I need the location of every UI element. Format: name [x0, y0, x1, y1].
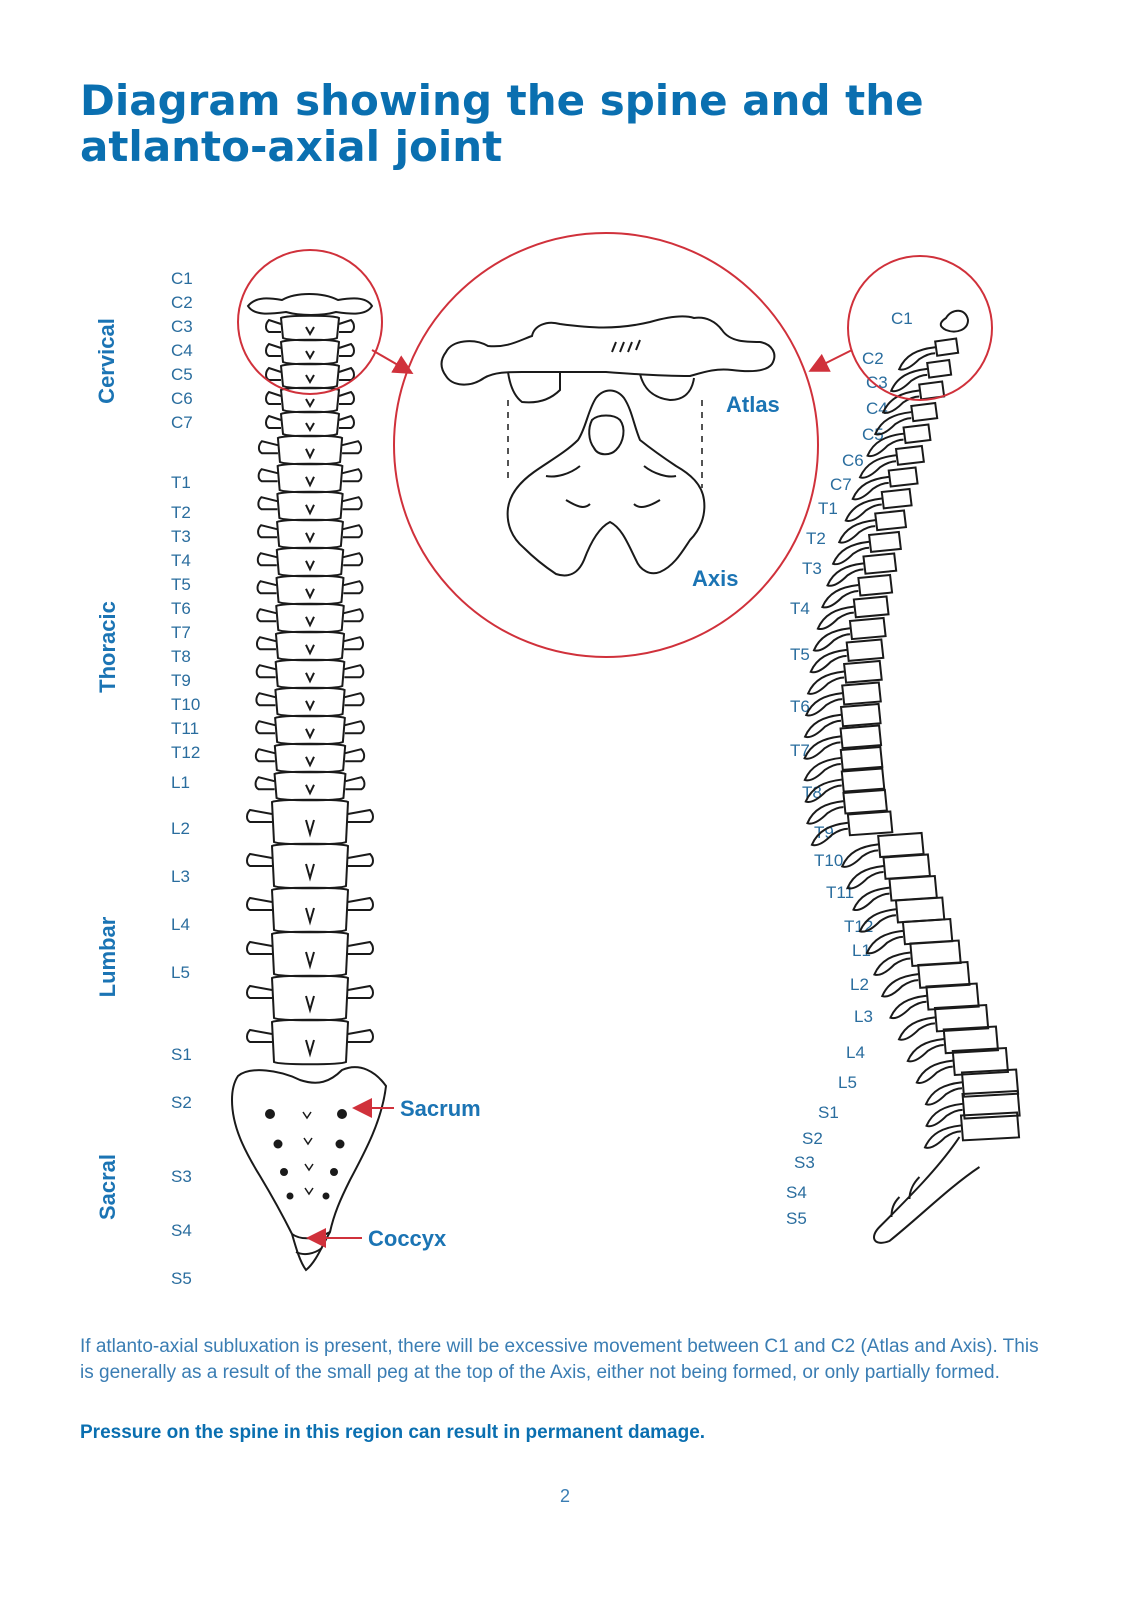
atlas-label: Atlas [726, 392, 780, 417]
page-title: Diagram showing the spine and the atlant… [80, 76, 924, 171]
side-label-c3: C3 [866, 373, 888, 392]
side-label-l3: L3 [854, 1007, 873, 1026]
side-label-l2: L2 [850, 975, 869, 994]
front-label-t10: T10 [171, 695, 201, 714]
front-label-t11: T11 [171, 719, 200, 738]
front-label-s5: S5 [171, 1269, 192, 1288]
side-label-c6: C6 [842, 451, 864, 470]
front-label-c1: C1 [171, 269, 193, 288]
side-label-l1: L1 [852, 941, 871, 960]
side-label-t6: T6 [790, 697, 810, 716]
side-label-c2: C2 [862, 349, 884, 368]
front-label-t3: T3 [171, 527, 191, 546]
explanation-paragraph: If atlanto-axial subluxation is present,… [80, 1336, 1039, 1383]
front-label-c5: C5 [171, 365, 193, 384]
side-label-t3: T3 [802, 559, 822, 578]
front-label-t6: T6 [171, 599, 191, 618]
front-label-t9: T9 [171, 671, 191, 690]
front-label-c2: C2 [171, 293, 193, 312]
page-number: 2 [559, 1486, 570, 1506]
front-label-l2: L2 [171, 819, 190, 838]
side-label-s5: S5 [786, 1209, 807, 1228]
front-label-l5: L5 [171, 963, 190, 982]
sacrum-shape [230, 1066, 388, 1272]
front-label-c3: C3 [171, 317, 193, 336]
axis-vertebra-drawing [506, 389, 706, 577]
side-view-highlight-circle [847, 255, 993, 401]
side-label-l5: L5 [838, 1073, 857, 1092]
front-label-s3: S3 [171, 1167, 192, 1186]
atlas-axis-guide-lines [507, 400, 703, 488]
side-label-t1: T1 [818, 499, 838, 518]
front-label-l1: L1 [171, 773, 190, 792]
front-label-c4: C4 [171, 341, 193, 360]
side-label-t4: T4 [790, 599, 810, 618]
front-label-c7: C7 [171, 413, 193, 432]
front-label-t8: T8 [171, 647, 191, 666]
sacrum-label: Sacrum [400, 1096, 481, 1121]
side-label-t5: T5 [790, 645, 810, 664]
atlas-axis-zoom-circle [393, 232, 819, 658]
front-label-t1: T1 [171, 473, 191, 492]
front-zoom-arrow [371, 349, 414, 375]
warning-text: Pressure on the spine in this region can… [80, 1422, 706, 1443]
side-label-s2: S2 [802, 1129, 823, 1148]
side-label-s1: S1 [818, 1103, 839, 1122]
side-label-l4: L4 [846, 1043, 865, 1062]
front-view-spine [246, 293, 374, 1066]
side-label-t2: T2 [806, 529, 826, 548]
side-label-s3: S3 [794, 1153, 815, 1172]
axis-label: Axis [692, 566, 739, 591]
side-label-t7: T7 [790, 741, 810, 760]
front-view-highlight-circle [237, 249, 383, 395]
front-label-t5: T5 [171, 575, 191, 594]
front-label-l4: L4 [171, 915, 190, 934]
front-label-c6: C6 [171, 389, 193, 408]
sacral-foramina [265, 1109, 347, 1200]
front-label-t7: T7 [171, 623, 191, 642]
front-label-l3: L3 [171, 867, 190, 886]
side-label-c1: C1 [891, 309, 913, 328]
front-label-t4: T4 [171, 551, 191, 570]
front-label-s2: S2 [171, 1093, 192, 1112]
front-label-s4: S4 [171, 1221, 192, 1240]
front-label-t2: T2 [171, 503, 191, 522]
side-view-spine [803, 309, 1021, 1244]
front-label-s1: S1 [171, 1045, 192, 1064]
side-label-c7: C7 [830, 475, 852, 494]
side-label-t10: T10 [814, 851, 844, 870]
front-label-t12: T12 [171, 743, 201, 762]
coccyx-label: Coccyx [368, 1226, 447, 1251]
side-label-s4: S4 [786, 1183, 807, 1202]
atlas-vertebra-drawing [440, 315, 776, 404]
side-zoom-arrow [808, 349, 853, 372]
